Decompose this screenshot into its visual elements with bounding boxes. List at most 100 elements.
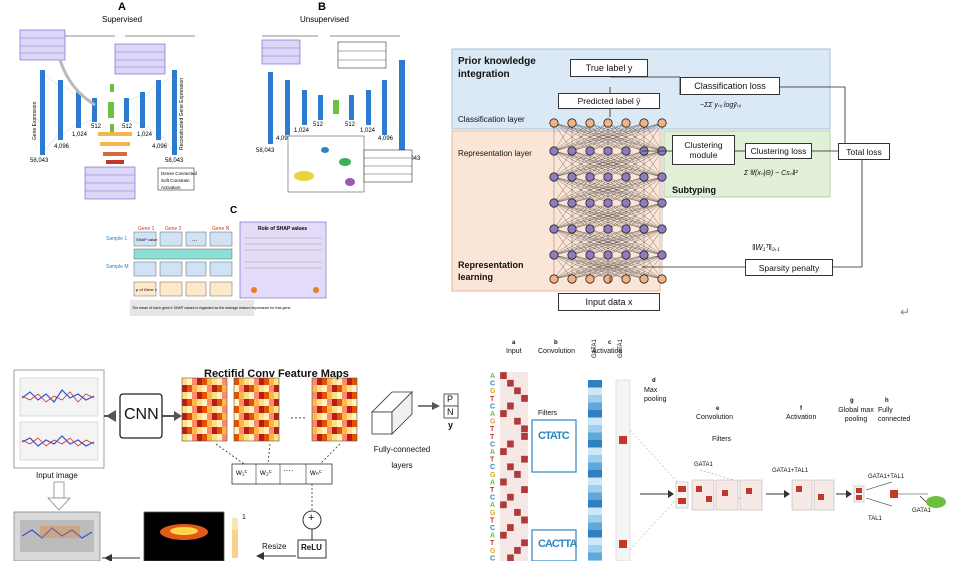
network-node (567, 172, 577, 182)
b-num-6: 1,024 (360, 128, 376, 134)
feature-map (311, 377, 358, 442)
step-a-name: Input (506, 348, 522, 355)
network-node (603, 224, 613, 234)
network-node (549, 172, 559, 182)
c-cell: SHAP value (136, 237, 158, 242)
sequence-base: G (490, 419, 496, 426)
network-node (621, 118, 631, 128)
step-a-letter: a (512, 340, 516, 346)
network-node (639, 172, 649, 182)
b-num-0: 58,043 (256, 148, 275, 154)
rep-layer-label: Representation layer (458, 149, 532, 158)
network-node (657, 250, 667, 260)
cluster-formula: Σ ‖f(xₙ|Θ) − Csₙ‖² (744, 170, 798, 177)
output-p: P (447, 394, 454, 404)
network-node (621, 274, 631, 284)
gata-label-conv2: GATA1 (694, 462, 713, 468)
sequence-base: C (490, 464, 495, 471)
weight-n: wₙᶜ (310, 468, 322, 477)
network-node (603, 250, 613, 260)
network-node (603, 146, 613, 156)
title-a: Supervised (102, 15, 142, 24)
resize-label: Resize (262, 542, 287, 551)
sequence-base: C (490, 495, 495, 502)
network-node (585, 198, 595, 208)
network-node (603, 172, 613, 182)
network-node (657, 198, 667, 208)
b-num-3: 512 (313, 122, 324, 128)
class-layer-label: Classification layer (458, 115, 525, 124)
network-node (567, 224, 577, 234)
a-box-row-0: Dense Connected (161, 171, 198, 176)
step-g-letter: g (850, 398, 854, 404)
a-box-row-1: Soft Constrain (161, 178, 190, 183)
network-node (657, 274, 667, 284)
step-e-letter: e (716, 406, 720, 412)
step-b-letter: b (554, 340, 558, 346)
clustering-loss-box: Clustering loss (745, 143, 812, 159)
label-a: A (118, 1, 126, 13)
sequence-base: C (490, 441, 495, 448)
sequence-base: T (490, 517, 495, 524)
plus-sign: + (308, 512, 315, 524)
sequence-base: A (490, 479, 495, 486)
step-c-letter: c (608, 340, 612, 346)
relu-label: ReLU (301, 543, 322, 552)
sequence-base: G (490, 510, 496, 517)
combo-label-act: GATA1+TAL1 (772, 468, 809, 474)
step-b-name: Convolution (538, 348, 575, 355)
step-f-name: Activation (786, 414, 817, 421)
gata-label-out: GATA1 (912, 508, 931, 514)
step-e-name: Convolution (696, 414, 733, 421)
step-g-name: Global max pooling (838, 407, 874, 423)
a-num-1: 4,096 (54, 144, 70, 150)
panel-top-right: Prior knowledge integration Classificati… (450, 47, 905, 311)
weight-1: w₁ᶜ (236, 468, 248, 477)
a-num-8: 58,043 (165, 158, 184, 164)
network-node (585, 250, 595, 260)
network-node (567, 198, 577, 208)
feature-map (233, 377, 280, 442)
a-num-3: 512 (91, 124, 102, 130)
sequence-base: T (490, 396, 495, 403)
sequence-base: T (490, 434, 495, 441)
a-num-2: 1,024 (72, 132, 88, 138)
true-label-box: True label y (570, 59, 648, 77)
network-node (657, 118, 667, 128)
a-num-6: 1,024 (137, 132, 153, 138)
network-node (567, 250, 577, 260)
a-num-0: 58,043 (30, 158, 49, 164)
sequence-base: T (490, 426, 495, 433)
motif-1: CTATC (538, 430, 570, 442)
filters-label: Filters (538, 410, 558, 417)
label-c: C (230, 205, 237, 216)
network-node (621, 250, 631, 260)
sequence-base: C (490, 403, 495, 410)
input-image-label: Input image (36, 471, 78, 480)
a-axis-left: Gene Expression (32, 101, 38, 140)
sequence-base: C (490, 525, 495, 532)
feature-map (181, 377, 228, 442)
sequence-base: G (490, 548, 496, 555)
network-node (585, 224, 595, 234)
sequence-base: A (490, 502, 495, 509)
autoencoder-figure: A Supervised B Unsupervised (19, 1, 421, 316)
network-node (639, 274, 649, 284)
sequence-base: A (490, 411, 495, 418)
network-node (621, 172, 631, 182)
motif-2: CACTTA (538, 538, 577, 550)
sparsity-formula: ‖W₁ᵀ‖₂,₁ (752, 243, 780, 252)
sequence-base: G (490, 388, 496, 395)
c-gene-2: Gene 2 (165, 226, 182, 232)
c-sample-m: Sample M (106, 264, 129, 270)
step-f-letter: f (800, 406, 802, 412)
network-svg (549, 76, 863, 284)
fc-layers-label: Fully-connected layers (373, 445, 431, 470)
panel-bottom-left: Input image CNN Rectifid Conv Feature Ma… (0, 360, 470, 562)
b-num-5: 512 (345, 122, 356, 128)
title-b: Unsupervised (300, 15, 349, 24)
step-h-letter: h (885, 398, 889, 404)
network-node (549, 274, 559, 284)
